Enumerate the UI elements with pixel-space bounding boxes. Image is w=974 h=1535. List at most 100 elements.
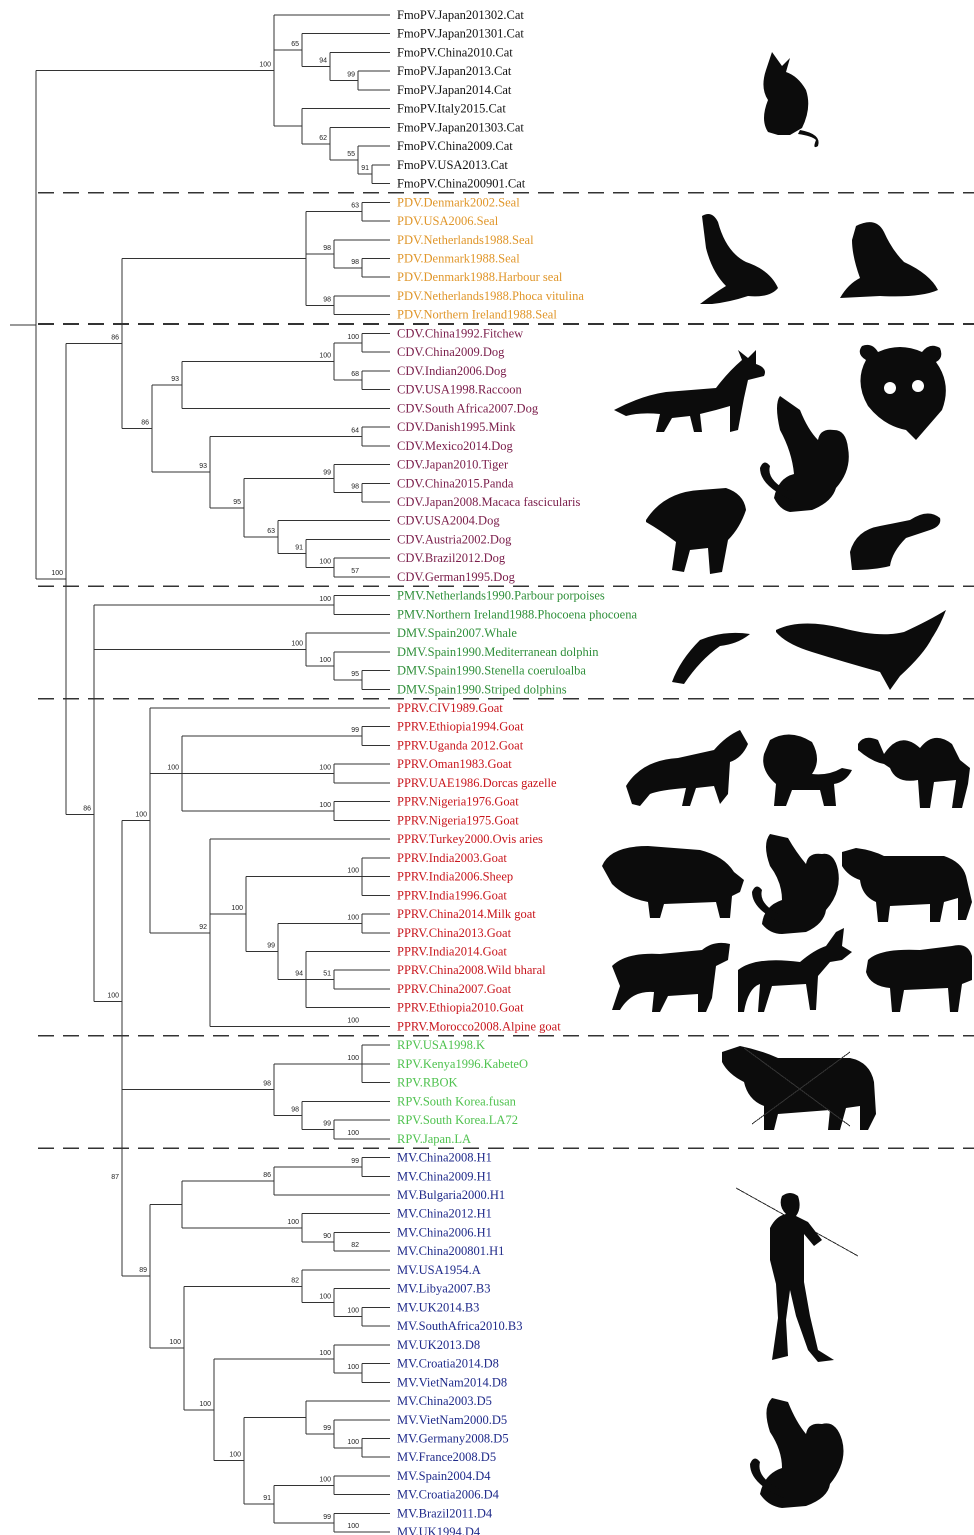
bootstrap-value: 98 — [351, 484, 359, 491]
bootstrap-value: 86 — [141, 420, 149, 427]
leaf-label: PPRV.India2014.Goat — [397, 945, 507, 959]
bootstrap-value: 94 — [319, 58, 327, 65]
bootstrap-value: 99 — [323, 1425, 331, 1432]
leaf-label: PPRV.Ethiopia2010.Goat — [397, 1001, 524, 1015]
bootstrap-value: 86 — [263, 1172, 271, 1179]
leaf-label: CDV.Danish1995.Mink — [397, 420, 516, 434]
bootstrap-value: 100 — [319, 765, 331, 772]
monkey-silhouette-icon — [752, 834, 839, 934]
leaf-label: DMV.Spain1990.Mediterranean dolphin — [397, 645, 599, 659]
leaf-label: RPV.USA1998.K — [397, 1038, 485, 1052]
leaf-label: CDV.Austria2002.Dog — [397, 532, 512, 546]
leaf-label: MV.SouthAfrica2010.B3 — [397, 1319, 522, 1333]
leaf-label: FmoPV.Japan2013.Cat — [397, 64, 512, 78]
bootstrap-value: 68 — [351, 371, 359, 378]
leaf-label: CDV.Mexico2014.Dog — [397, 439, 513, 453]
bootstrap-value: 99 — [323, 1120, 331, 1127]
leaf-label: FmoPV.Japan2014.Cat — [397, 83, 512, 97]
leaf-label: MV.USA1954.A — [397, 1263, 481, 1277]
leaf-label: FmoPV.China2009.Cat — [397, 139, 513, 153]
leaf-label: PPRV.Ethiopia1994.Goat — [397, 720, 524, 734]
leaf-label: PPRV.China2007.Goat — [397, 982, 512, 996]
leaf-label: MV.China2012.H1 — [397, 1207, 492, 1221]
bootstrap-value: 95 — [351, 671, 359, 678]
leaf-label: MV.Spain2004.D4 — [397, 1469, 491, 1483]
leaf-label: FmoPV.Japan201301.Cat — [397, 27, 524, 41]
bootstrap-value: 89 — [139, 1267, 147, 1274]
bootstrap-value: 100 — [199, 1401, 211, 1408]
bootstrap-value: 65 — [291, 41, 299, 48]
leaf-label: PMV.Netherlands1990.Parbour porpoises — [397, 589, 605, 603]
bootstrap-value: 98 — [291, 1106, 299, 1113]
bootstrap-value: 87 — [111, 1174, 119, 1181]
pig-silhouette-icon — [602, 846, 744, 918]
leaf-label: MV.Libya2007.B3 — [397, 1282, 491, 1296]
bootstrap-value: 100 — [347, 1364, 359, 1371]
bootstrap-value: 55 — [347, 151, 355, 158]
leaf-label: CDV.Japan2010.Tiger — [397, 458, 509, 472]
bootstrap-value: 86 — [83, 805, 91, 812]
leaf-label: CDV.Brazil2012.Dog — [397, 551, 506, 565]
bootstrap-value: 86 — [111, 335, 119, 342]
bootstrap-value: 100 — [135, 811, 147, 818]
bootstrap-value: 64 — [351, 427, 359, 434]
leaf-label: RPV.RBOK — [397, 1076, 458, 1090]
bootstrap-value: 100 — [259, 62, 271, 69]
bootstrap-value: 98 — [323, 245, 331, 252]
sheep-silhouette-icon — [866, 945, 972, 1012]
bootstrap-value: 100 — [169, 1339, 181, 1346]
bootstrap-value: 99 — [351, 727, 359, 734]
leaf-label: CDV.Indian2006.Dog — [397, 364, 507, 378]
leaf-label: CDV.China2015.Panda — [397, 476, 514, 490]
bootstrap-value: 98 — [263, 1081, 271, 1088]
bootstrap-values: 9994659155621006398989810068100936498995… — [51, 41, 369, 1530]
leaf-label: RPV.South Korea.LA72 — [397, 1113, 518, 1127]
leaf-label: MV.VietNam2014.D8 — [397, 1375, 507, 1389]
cat-silhouette-icon — [763, 52, 818, 147]
leaf-label: MV.UK1994.D4 — [397, 1525, 481, 1535]
bootstrap-value: 100 — [229, 1452, 241, 1459]
leaf-label: MV.VietNam2000.D5 — [397, 1413, 507, 1427]
leaf-label: MV.Croatia2006.D4 — [397, 1488, 500, 1502]
leaf-label: MV.China200801.H1 — [397, 1244, 504, 1258]
leaf-label: MV.France2008.D5 — [397, 1450, 496, 1464]
leaf-label: MV.China2008.H1 — [397, 1151, 492, 1165]
leaf-label: PDV.Denmark1988.Harbour seal — [397, 270, 563, 284]
cow-silhouette-icon — [842, 848, 972, 922]
bootstrap-value: 100 — [347, 1439, 359, 1446]
leaf-label: PPRV.Uganda 2012.Goat — [397, 738, 524, 752]
bootstrap-value: 93 — [199, 463, 207, 470]
leaf-label: FmoPV.China2010.Cat — [397, 45, 513, 59]
bootstrap-value: 100 — [319, 559, 331, 566]
bootstrap-value: 63 — [351, 203, 359, 210]
bootstrap-value: 100 — [319, 1294, 331, 1301]
leaf-label: PPRV.China2008.Wild bharal — [397, 963, 546, 977]
leaf-label: PPRV.India2003.Goat — [397, 851, 507, 865]
leaf-label: CDV.USA2004.Dog — [397, 514, 500, 528]
dog-silhouette-icon — [626, 730, 748, 806]
bootstrap-value: 100 — [347, 1055, 359, 1062]
leaf-label: CDV.German1995.Dog — [397, 570, 516, 584]
leaf-label: PMV.Northern Ireland1988.Phocoena phocoe… — [397, 607, 637, 621]
leaf-label: CDV.Japan2008.Macaca fascicularis — [397, 495, 581, 509]
leaf-label: MV.Croatia2014.D8 — [397, 1357, 499, 1371]
bootstrap-value: 82 — [351, 1242, 359, 1249]
sea-lion-silhouette-icon — [700, 214, 778, 304]
bootstrap-value: 100 — [287, 1219, 299, 1226]
leaf-label: MV.China2003.D5 — [397, 1394, 492, 1408]
tiger-silhouette-icon — [646, 488, 746, 574]
bootstrap-value: 100 — [231, 905, 243, 912]
leaf-label: RPV.Kenya1996.KabeteO — [397, 1057, 528, 1071]
bootstrap-value: 100 — [167, 765, 179, 772]
bootstrap-value: 57 — [351, 568, 359, 575]
leaf-label: MV.Bulgaria2000.H1 — [397, 1188, 505, 1202]
bootstrap-value: 100 — [51, 570, 63, 577]
leaf-label: CDV.USA1998.Raccoon — [397, 383, 523, 397]
bootstrap-value: 82 — [291, 1277, 299, 1284]
bootstrap-value: 90 — [323, 1233, 331, 1240]
bootstrap-value: 91 — [295, 544, 303, 551]
leaf-label: FmoPV.Japan201303.Cat — [397, 120, 524, 134]
bootstrap-value: 100 — [347, 1308, 359, 1315]
camel-silhouette-icon — [858, 738, 970, 808]
bootstrap-value: 100 — [291, 640, 303, 647]
